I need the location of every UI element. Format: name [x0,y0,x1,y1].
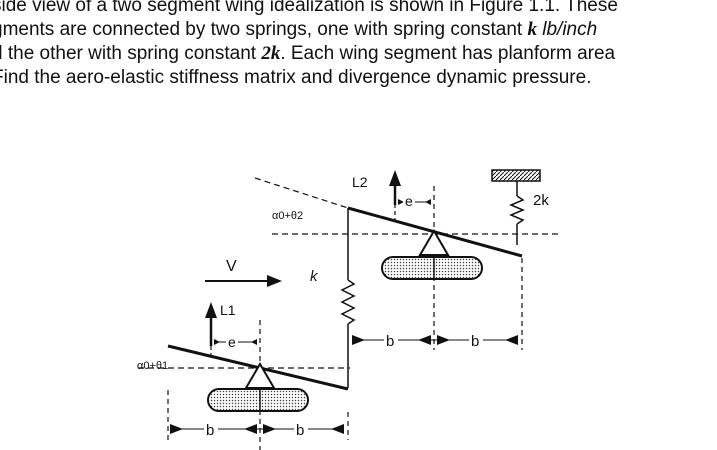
statement-line-4: Find the aero-elastic stiffness matrix a… [0,67,592,88]
velocity-label: V [226,258,237,275]
b-label-4: b [471,333,479,350]
spring-k [340,279,356,325]
spring-k-label: k [310,268,319,285]
lift1-label: L1 [220,302,236,318]
b-label-1: b [206,422,214,439]
lift1-arrowhead [205,302,217,318]
ecc2-label: e [405,193,413,209]
statement-line-2: gments are connected by two springs, one… [0,19,598,40]
wing2-extension-line [254,177,349,209]
spring-constant-2k: 2k [261,43,281,64]
spring-2k [509,195,525,225]
statement-line-1: side view of a two segment wing idealiza… [0,0,618,16]
spring-constant-k: k [527,19,537,40]
angle1-label: α0+θ1 [137,360,168,372]
angle2-label: α0+θ2 [272,210,303,222]
ground-support [491,169,541,182]
wing1-airfoil [207,388,309,412]
b-label-2: b [296,422,304,439]
problem-statement: side view of a two segment wing idealiza… [0,0,717,90]
b-label-3: b [386,333,394,350]
lift2-label: L2 [352,174,368,190]
ecc1-label: e [228,334,236,350]
statement-line-3: d the other with spring constant 2k. Eac… [0,43,616,64]
spring-2k-label: 2k [533,192,549,209]
velocity-arrowhead [267,275,282,287]
lift2-arrowhead [389,170,401,186]
wing2-airfoil [381,256,483,280]
